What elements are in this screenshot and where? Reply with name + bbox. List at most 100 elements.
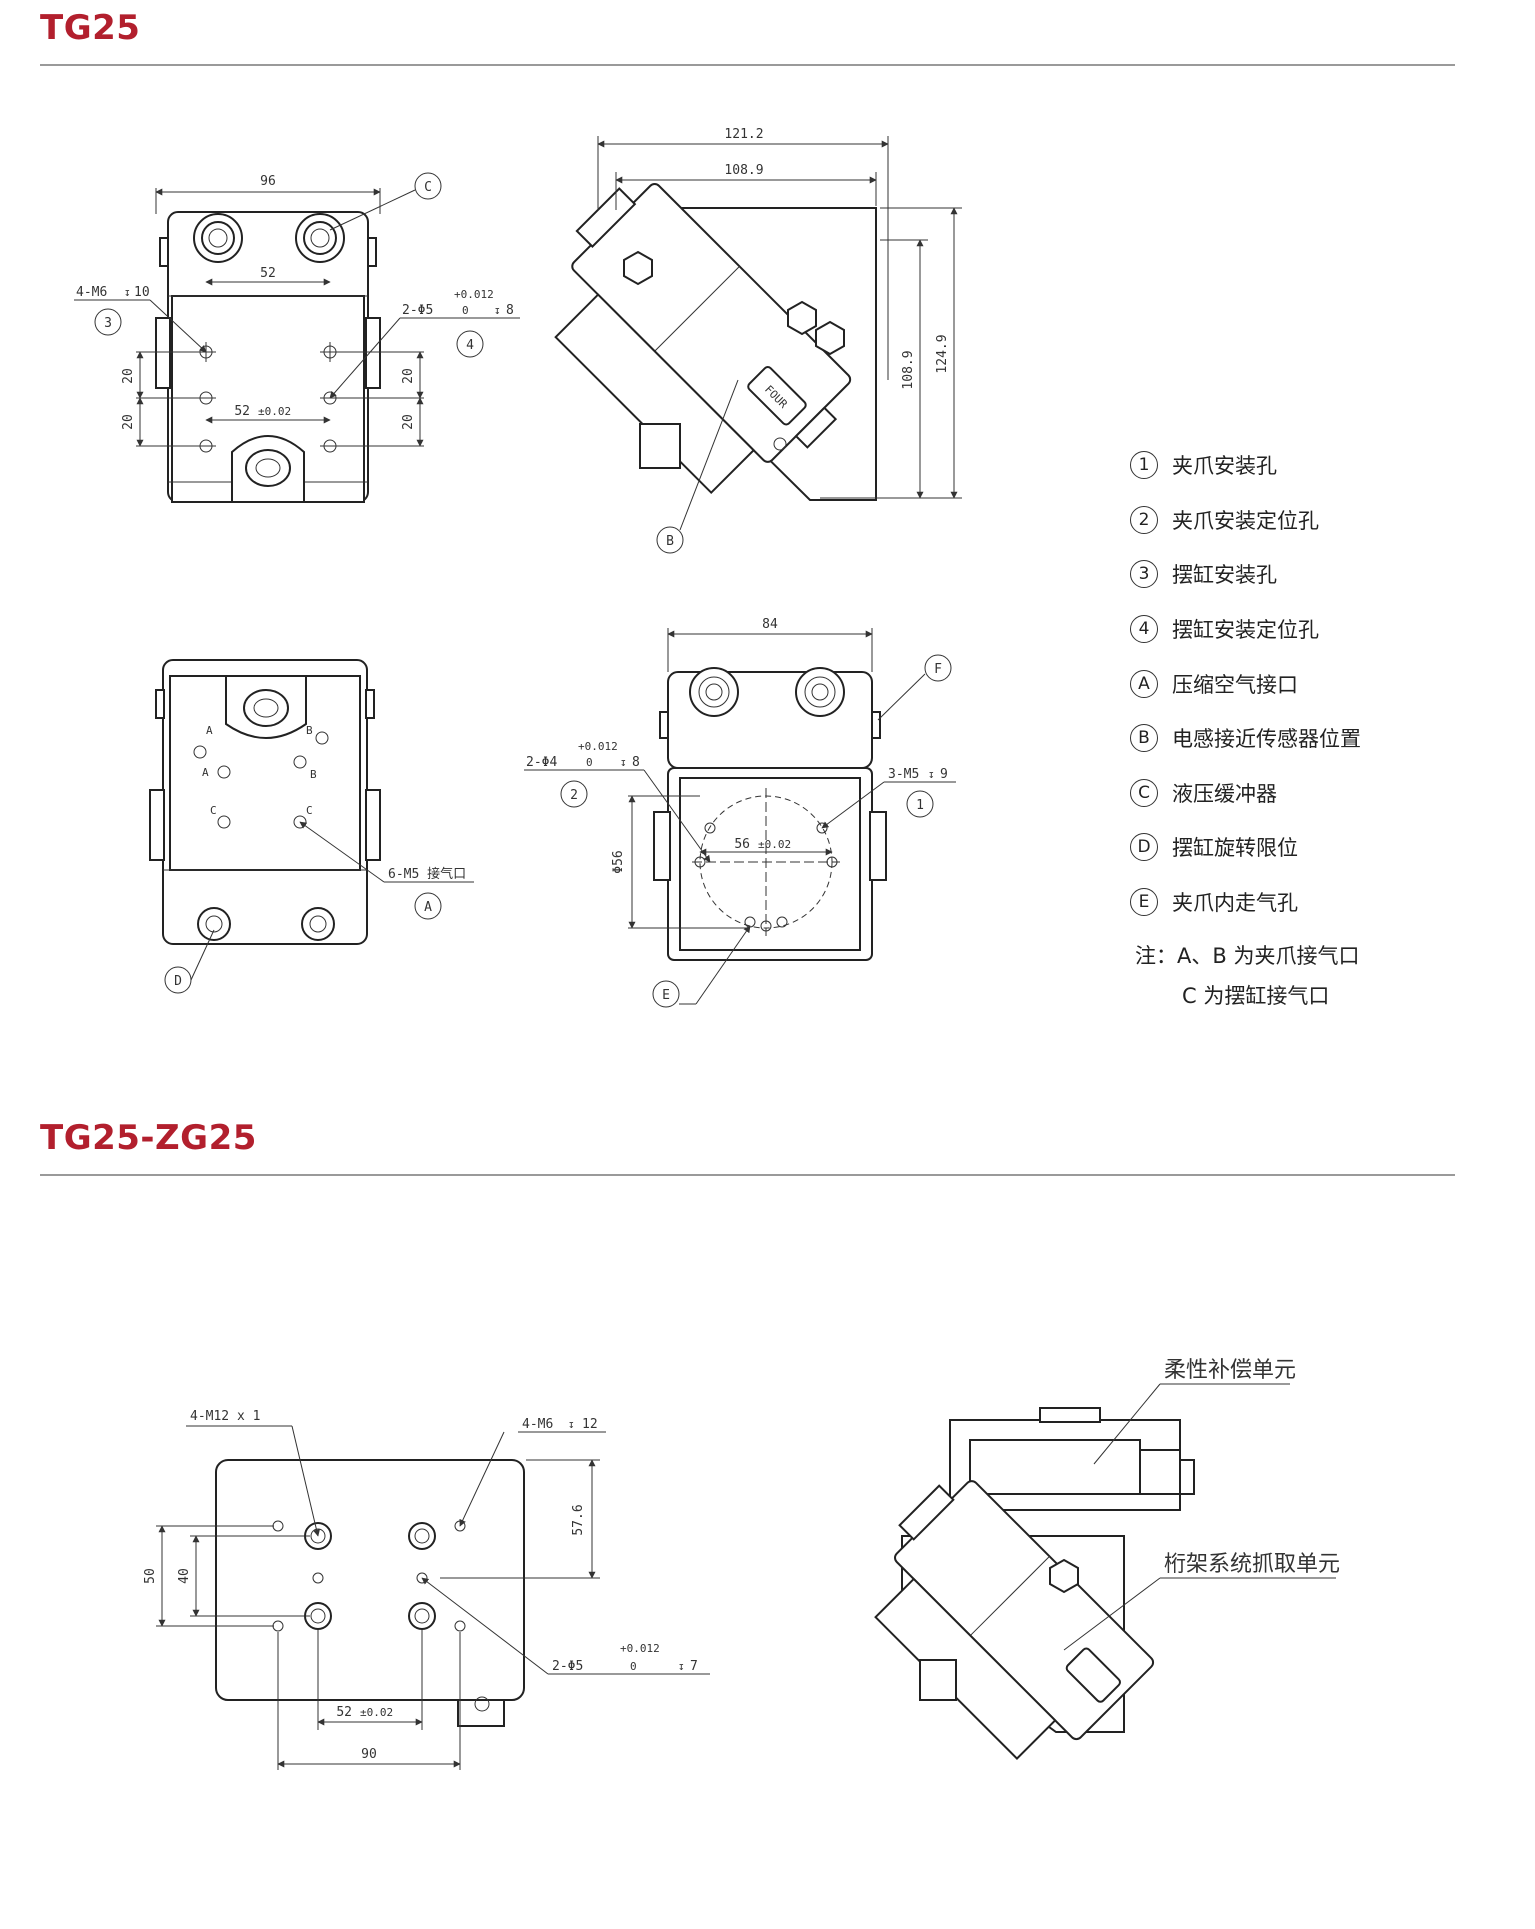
svg-text:F: F: [934, 662, 942, 677]
dim-50: 50: [143, 1568, 158, 1584]
legend-text: 夹爪内走气孔: [1172, 891, 1298, 916]
legend-text: 夹爪安装定位孔: [1172, 508, 1319, 533]
dim-96: 96: [260, 174, 276, 189]
dim-90: 90: [361, 1747, 377, 1762]
section-rule-1: [40, 64, 1455, 66]
view-top: 84 56 ±0.02 Φ56 2-Φ4 +0.012 0 ↧ 8 2 3-M5…: [524, 617, 956, 1008]
view-plate: 4-M12 x 1 4-M6 ↧ 12 57.6 50 40 2-Φ5 +0.0…: [143, 1409, 710, 1770]
legend-mark: 4: [1130, 615, 1158, 644]
legend-text: 液压缓冲器: [1172, 781, 1277, 806]
port-c2: C: [306, 804, 313, 817]
label-2phi5: 2-Φ5: [402, 303, 433, 318]
legend-mark: 2: [1130, 505, 1158, 534]
label-4m6-plate: 4-M6: [522, 1417, 553, 1432]
section-rule-2: [40, 1174, 1455, 1176]
legend-item: 3 摆缸安装孔: [1130, 547, 1361, 602]
dim-52-plate: 52: [336, 1705, 352, 1720]
legend-mark: 1: [1130, 451, 1158, 480]
legend-mark: E: [1130, 888, 1158, 917]
svg-text:↧: ↧: [568, 1418, 575, 1431]
svg-text:E: E: [662, 988, 670, 1003]
svg-text:↧: ↧: [620, 756, 627, 769]
legend-mark: A: [1130, 669, 1158, 698]
label-gantry-unit: 桁架系统抓取单元: [1164, 1552, 1340, 1577]
port-b1: B: [306, 724, 313, 737]
mark-a-bottom: [414, 892, 442, 920]
label-3m5: 3-M5: [888, 767, 919, 782]
section-title-tg25: TG25: [40, 8, 141, 48]
legend-text: 夹爪安装孔: [1172, 454, 1277, 479]
dim-56: 56: [734, 837, 750, 852]
legend-text: 摆缸旋转限位: [1172, 836, 1298, 861]
bottom-left-ear: [149, 789, 165, 861]
dim-57-6: 57.6: [571, 1504, 586, 1535]
section-title-tg25-zg25: TG25-ZG25: [40, 1118, 257, 1158]
mark-3: [94, 308, 122, 336]
legend-item: D 摆缸旋转限位: [1130, 820, 1361, 875]
label-4m6-depth: 10: [134, 285, 150, 300]
legend-item: C 液压缓冲器: [1130, 766, 1361, 821]
legend-mark: 3: [1130, 560, 1158, 589]
label-4m12: 4-M12 x 1: [190, 1409, 260, 1424]
limit-stop-left: [197, 907, 231, 941]
svg-text:B: B: [666, 534, 674, 549]
view-side: FOUR 121.2 108.9 108.9 124.9 B: [554, 127, 962, 554]
svg-text:8: 8: [632, 755, 640, 770]
legend-item: E 夹爪内走气孔: [1130, 875, 1361, 930]
side-rail: [554, 293, 756, 495]
svg-text:D: D: [174, 974, 182, 989]
dim-84: 84: [762, 617, 778, 632]
dim-108-9-h: 108.9: [901, 350, 916, 389]
mark-f: [924, 654, 952, 682]
legend-text: 压缩空气接口: [1172, 672, 1298, 697]
svg-text:↧: ↧: [494, 304, 501, 317]
plate-tab: [457, 1699, 505, 1727]
legend-mark: B: [1130, 724, 1158, 753]
mark-c-front: [414, 172, 442, 200]
mark-1-top: [906, 790, 934, 818]
svg-text:8: 8: [506, 303, 514, 318]
legend-text: 摆缸安装定位孔: [1172, 618, 1319, 643]
tol-pm002: ±0.02: [258, 405, 291, 418]
svg-text:±0.02: ±0.02: [360, 1706, 393, 1719]
legend-item: 4 摆缸安装定位孔: [1130, 602, 1361, 657]
dim-52-tol: 52: [234, 404, 250, 419]
label-2phi4: 2-Φ4: [526, 755, 557, 770]
svg-text:A: A: [424, 900, 432, 915]
legend-mark: C: [1130, 778, 1158, 807]
legend-item: 1 夹爪安装孔: [1130, 438, 1361, 493]
svg-text:+0.012: +0.012: [620, 1642, 660, 1655]
svg-text:0: 0: [630, 1660, 637, 1673]
svg-text:7: 7: [690, 1659, 698, 1674]
front-right-ear: [365, 317, 381, 389]
dim-40: 40: [177, 1568, 192, 1584]
label-6m5: 6-M5 接气口: [388, 866, 466, 882]
legend-text: 摆缸安装孔: [1172, 563, 1277, 588]
svg-text:C: C: [424, 180, 432, 195]
dim-20-c: 20: [401, 368, 416, 384]
svg-text:↧: ↧: [124, 286, 131, 299]
mark-b: [656, 526, 684, 554]
front-left-ear: [155, 317, 171, 389]
svg-text:0: 0: [462, 304, 469, 317]
dim-121-2: 121.2: [724, 127, 763, 142]
port-c1: C: [210, 804, 217, 817]
port-a2: A: [202, 766, 209, 779]
svg-text:0: 0: [586, 756, 593, 769]
note-line-2: C 为摆缸接气口: [1182, 984, 1330, 1008]
port-b2: B: [310, 768, 317, 781]
mark-2-top: [560, 780, 588, 808]
view-front: 96 52 52 ±0.02 20 20 20 20 4-M6 ↧ 10 3 2…: [74, 172, 520, 503]
hydraulic-fitting-right: [295, 213, 345, 263]
view-bottom: A A B B C C 6-M5 接气口 A D: [149, 659, 474, 994]
dim-108-9-w: 108.9: [724, 163, 763, 178]
brand-badge: [747, 366, 807, 426]
dim-124-9: 124.9: [935, 334, 950, 373]
dim-20-a: 20: [121, 368, 136, 384]
label-flex-unit: 柔性补偿单元: [1164, 1358, 1296, 1383]
dim-20-d: 20: [401, 414, 416, 430]
legend-mark: D: [1130, 833, 1158, 862]
svg-text:+0.012: +0.012: [454, 288, 494, 301]
